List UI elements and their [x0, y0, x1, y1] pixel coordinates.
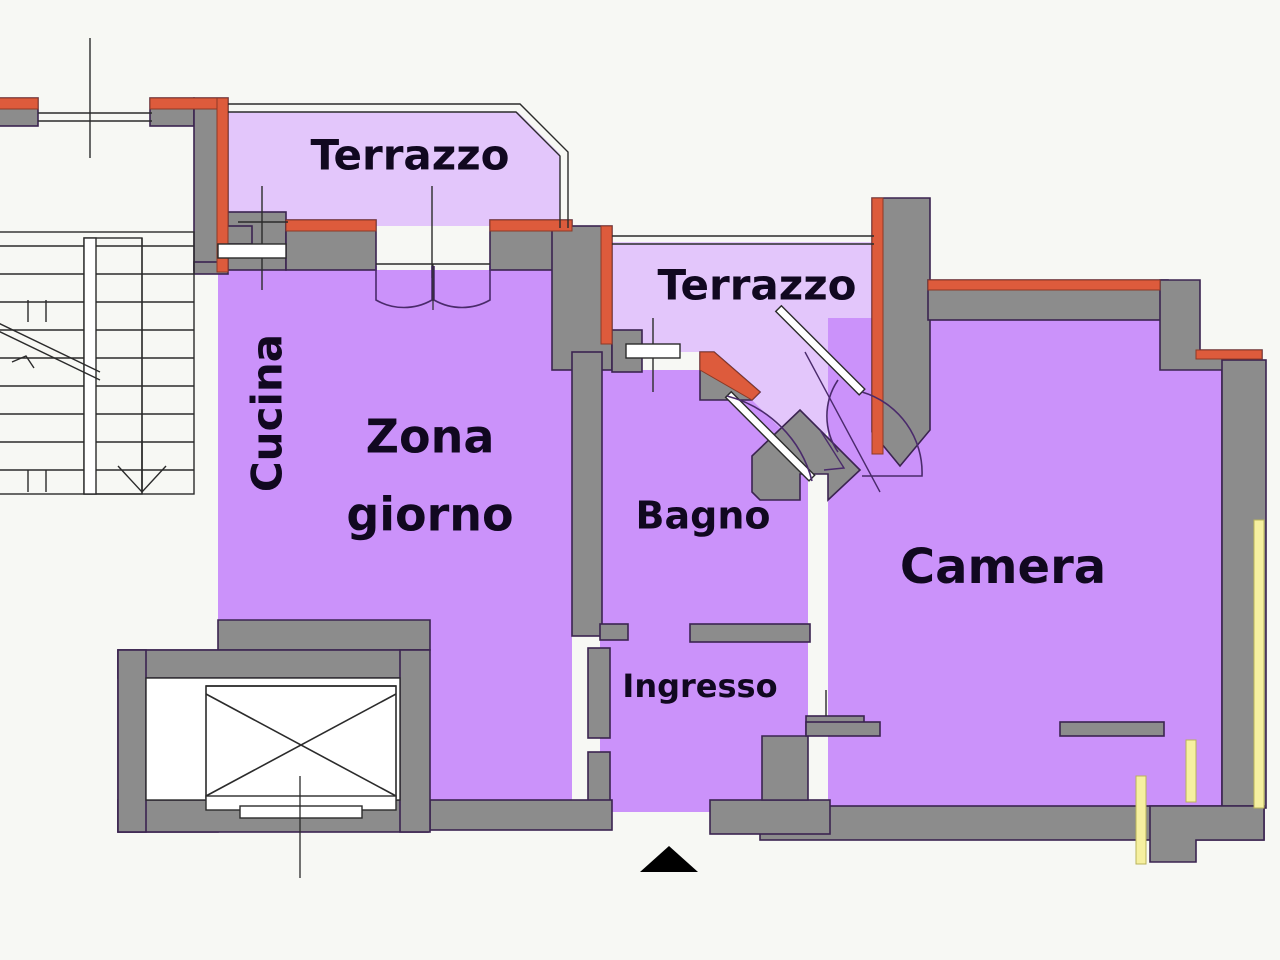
lightwell	[145, 677, 401, 878]
room-label-cucina: Cucina	[243, 334, 292, 492]
parapet-terrazzo-nord-outer	[228, 103, 569, 228]
room-label-zona-giorno-line2: giorno	[346, 488, 513, 542]
terrazzo-nord-fill	[228, 112, 560, 226]
wall-camera-sill-right	[1059, 721, 1165, 737]
door-swings	[375, 264, 923, 493]
door-bagno-swing-arc	[726, 395, 813, 482]
red-face-camera-north	[927, 279, 1161, 291]
red-face-stair-north	[149, 97, 229, 110]
door-terrazzo-nord-leaf-right	[433, 266, 491, 309]
wall-balcony-left	[117, 649, 147, 833]
door-camera-swing-arc-b	[826, 379, 839, 453]
room-label-camera: Camera	[900, 539, 1106, 595]
wall-ingresso-south-left	[429, 799, 613, 831]
room-label-zona-giorno-line1: Zona	[366, 410, 495, 464]
red-face-zona-east	[600, 225, 613, 345]
red-face-terrazzo-est-pier	[871, 197, 884, 455]
terrazzo-est-fill	[612, 242, 880, 455]
lightwell-void	[145, 677, 401, 801]
wall-zona-bagno	[571, 351, 603, 637]
parapet-terrazzo-nord-inner	[228, 111, 561, 228]
stair-arrow-head-left	[11, 355, 35, 369]
lightwell-threshold-gap	[239, 805, 363, 819]
stair-direction-diagonal-a	[0, 323, 101, 373]
red-face-terrazzo-nord-south	[285, 219, 377, 232]
stair-central-rail	[83, 237, 97, 495]
wall-bagno-ingresso-stub	[599, 623, 629, 641]
camera-fill	[828, 318, 1222, 806]
wall-balcony-top	[117, 649, 429, 679]
door-terrazzo-nord-leaf-left	[375, 266, 433, 309]
exterior-red-faces	[0, 97, 1263, 455]
door-camera-arrow	[819, 429, 846, 471]
sill-bagno-window	[625, 343, 681, 359]
red-face-stairwell-east	[216, 97, 229, 273]
yellow-face-camera-south-step-a	[1185, 739, 1197, 803]
entry-arrow-marker	[640, 846, 698, 872]
red-face-camera-north-step	[1195, 349, 1263, 360]
red-face-terrazzo-est-angled	[699, 351, 761, 401]
wall-ingresso-camera-pier	[761, 735, 809, 801]
sill-cucina-window	[217, 243, 287, 259]
yellow-face-camera-east	[1253, 519, 1265, 809]
wall-bagno-ingresso-lintel	[689, 623, 811, 643]
wall-zona-bagno-lower	[587, 647, 611, 739]
stair-direction-diagonal-b	[0, 331, 101, 381]
room-label-ingresso: Ingresso	[622, 667, 777, 705]
wall-camera-sill-left	[805, 721, 881, 737]
room-label-bagno: Bagno	[636, 494, 771, 538]
room-label-terrazzo-est: Terrazzo	[657, 261, 856, 310]
zona-giorno-fill	[218, 270, 572, 812]
room-label-terrazzo-nord: Terrazzo	[310, 131, 509, 180]
exterior-yellow-faces	[1135, 519, 1265, 865]
lightwell-cross-b	[205, 693, 397, 797]
red-face-top-left	[0, 97, 39, 110]
thin-construction-lines	[0, 38, 874, 716]
yellow-face-camera-south-step-b	[1135, 775, 1147, 865]
door-camera-swing-arc-a	[861, 391, 923, 477]
wall-ingresso-south	[709, 799, 831, 835]
wall-balcony-right	[399, 649, 431, 833]
room-fills	[218, 112, 1222, 812]
room-labels: Terrazzo Terrazzo Cucina Zona giorno Bag…	[243, 131, 1107, 706]
red-face-terrazzo-nord-south-right	[489, 219, 573, 232]
door-camera-ref-line	[804, 351, 881, 493]
